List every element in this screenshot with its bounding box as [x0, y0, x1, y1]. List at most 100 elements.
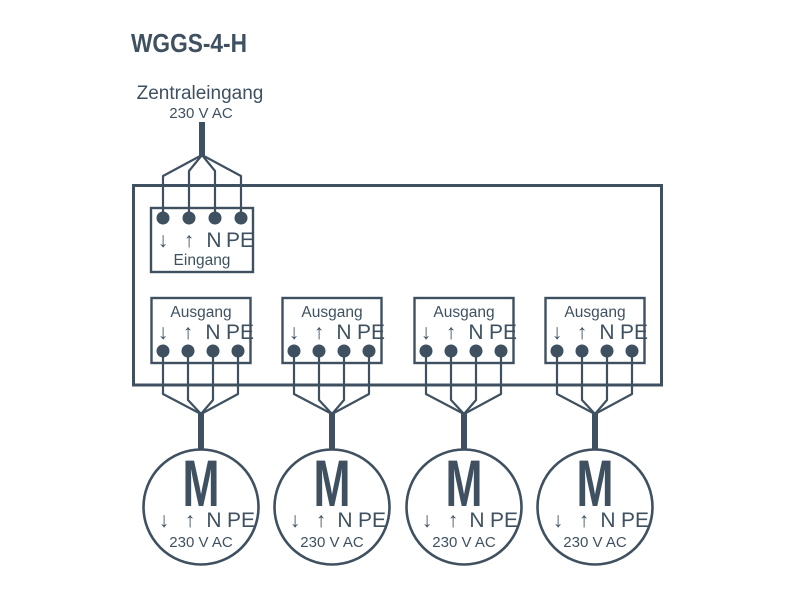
output-block-box	[281, 296, 383, 365]
input-terminal-block: ↓ ↑ N PE Eingang	[149, 206, 255, 274]
output-terminal-dot-down	[287, 344, 301, 358]
up-arrow-icon: ↑	[183, 321, 194, 344]
output-wire-down	[161, 351, 202, 415]
output-wire-up	[580, 351, 596, 415]
up-arrow-icon: ↑	[577, 321, 588, 344]
input-terminal-dot-neutral	[208, 211, 222, 225]
motor-symbol: M	[577, 446, 614, 520]
up-arrow-icon: ↑	[184, 229, 195, 252]
motor-terminal-label-n: N	[600, 509, 615, 532]
page-title: WGGS-4-H	[131, 28, 247, 58]
output-block-box	[413, 296, 515, 365]
input-terminal-dot-earth	[234, 211, 248, 225]
output-terminal-dot-up	[181, 344, 195, 358]
motor-symbol: M	[446, 446, 483, 520]
input-wire-neutral	[201, 154, 217, 218]
output-terminal-dot-neutral	[337, 344, 351, 358]
up-arrow-icon: ↑	[316, 509, 327, 532]
output-wire-earth	[200, 351, 240, 415]
central-input-label: Zentraleingang	[137, 83, 264, 104]
output-terminal-dot-up	[312, 344, 326, 358]
output-wire-earth	[594, 351, 634, 415]
motor-circle	[273, 448, 391, 566]
motor-feed-wire	[461, 412, 467, 450]
down-arrow-icon: ↓	[422, 509, 433, 532]
output-terminal-dot-earth	[231, 344, 245, 358]
output-wire-down	[555, 351, 596, 415]
output-wire-up	[186, 351, 202, 415]
output-block-label: Ausgang	[301, 304, 362, 321]
output-terminal-label-pe: PE	[620, 321, 648, 344]
up-arrow-icon: ↑	[579, 509, 590, 532]
input-block-box	[149, 206, 255, 274]
input-terminal-dot-down	[156, 211, 170, 225]
input-block-label: Eingang	[174, 252, 231, 269]
output-block-label: Ausgang	[433, 304, 494, 321]
output-terminal-dot-up	[444, 344, 458, 358]
down-arrow-icon: ↓	[158, 321, 169, 344]
output-terminal-dot-up	[575, 344, 589, 358]
output-block-box	[544, 296, 646, 365]
input-wire-down	[161, 154, 203, 218]
down-arrow-icon: ↓	[158, 229, 169, 252]
motor-feed-wire	[329, 412, 335, 450]
output-terminal-dot-down	[156, 344, 170, 358]
motor-voltage: 230 V AC	[300, 534, 364, 551]
output-wire-down	[292, 351, 333, 415]
motor-terminal-label-pe: PE	[621, 509, 649, 532]
motor-terminal-label-n: N	[469, 509, 484, 532]
output-terminal-dot-down	[419, 344, 433, 358]
down-arrow-icon: ↓	[290, 509, 301, 532]
down-arrow-icon: ↓	[289, 321, 300, 344]
down-arrow-icon: ↓	[552, 321, 563, 344]
central-input-wiring	[161, 122, 243, 218]
input-wire-earth	[201, 154, 243, 218]
up-arrow-icon: ↑	[314, 321, 325, 344]
output-terminal-label-n: N	[205, 321, 220, 344]
output-wire-down	[424, 351, 465, 415]
motor-circle	[142, 448, 260, 566]
output-block-box	[150, 296, 252, 365]
output-terminal-dot-earth	[625, 344, 639, 358]
output-terminal-label-pe: PE	[489, 321, 517, 344]
device-enclosure-box	[132, 184, 663, 387]
down-arrow-icon: ↓	[421, 321, 432, 344]
output-wire-neutral	[463, 351, 478, 415]
input-terminal-label-n: N	[206, 229, 221, 252]
output-terminal-dot-neutral	[206, 344, 220, 358]
motor-symbol: M	[183, 446, 220, 520]
output-wire-up	[449, 351, 465, 415]
output-wire-earth	[463, 351, 503, 415]
output-terminal-label-pe: PE	[226, 321, 254, 344]
input-wire-up	[187, 154, 203, 218]
motor-circle	[536, 448, 654, 566]
output-wire-up	[317, 351, 333, 415]
output-terminal-label-n: N	[336, 321, 351, 344]
input-feed-wire	[199, 122, 205, 156]
output-terminal-label-n: N	[468, 321, 483, 344]
output-terminal-dot-neutral	[600, 344, 614, 358]
motor-terminal-label-pe: PE	[358, 509, 386, 532]
motor-circle	[405, 448, 523, 566]
down-arrow-icon: ↓	[159, 509, 170, 532]
output-terminal-dot-earth	[494, 344, 508, 358]
motor-terminal-label-pe: PE	[227, 509, 255, 532]
motor-feed-wire	[198, 412, 204, 450]
up-arrow-icon: ↑	[448, 509, 459, 532]
output-terminal-label-n: N	[599, 321, 614, 344]
motor-voltage: 230 V AC	[169, 534, 233, 551]
output-wire-earth	[331, 351, 371, 415]
output-channel-1: Ausgang ↓ ↑ N PE M ↓ ↑ N PE 230 V AC	[142, 296, 260, 566]
output-terminal-dot-earth	[362, 344, 376, 358]
motor-voltage: 230 V AC	[432, 534, 496, 551]
output-channel-2: Ausgang ↓ ↑ N PE M ↓ ↑ N PE 230 V AC	[273, 296, 391, 566]
input-terminal-label-pe: PE	[226, 229, 254, 252]
output-wire-neutral	[331, 351, 346, 415]
motor-terminal-label-pe: PE	[490, 509, 518, 532]
motor-symbol: M	[314, 446, 351, 520]
down-arrow-icon: ↓	[553, 509, 564, 532]
central-input-voltage: 230 V AC	[169, 105, 233, 122]
output-terminal-dot-neutral	[469, 344, 483, 358]
